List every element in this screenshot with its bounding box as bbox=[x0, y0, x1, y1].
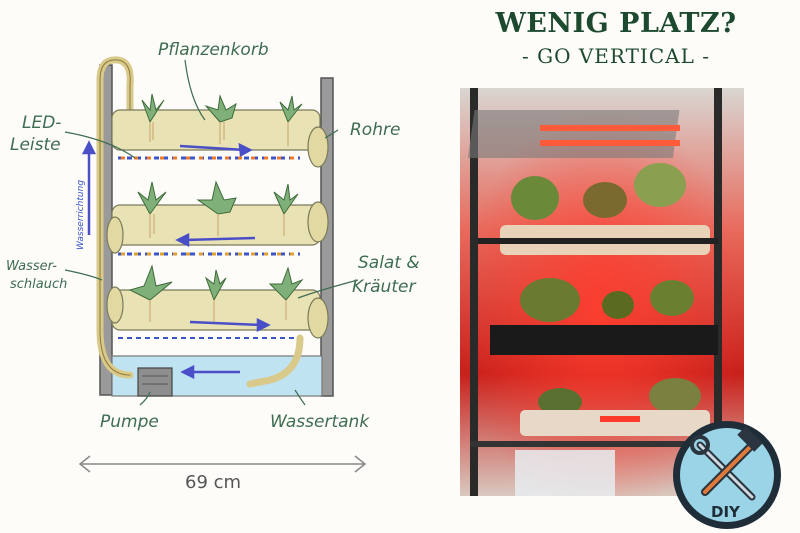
pump bbox=[137, 367, 173, 397]
wrench-hammer-icon bbox=[690, 426, 763, 501]
basket-label: Pflanzenkorb bbox=[158, 40, 269, 60]
led-strips bbox=[118, 156, 300, 339]
pipe-middle bbox=[106, 201, 329, 254]
plants-label-line1: Salat & bbox=[358, 253, 420, 273]
hydroponic-sketch: Pflanzenkorb LED- Leiste Rohre Wasserric… bbox=[6, 40, 420, 493]
pipes-label: Rohre bbox=[350, 120, 400, 140]
return-pipe bbox=[246, 334, 304, 388]
plants-label-line2: Kräuter bbox=[352, 277, 416, 297]
flow-arrows bbox=[81, 140, 271, 380]
plants bbox=[128, 93, 304, 302]
led-label-line2: Leiste bbox=[10, 135, 61, 155]
badge-text: DIY bbox=[711, 503, 741, 521]
hose-label-line1: Wasser- bbox=[6, 259, 57, 274]
flow-label: Wasserrichtung bbox=[76, 180, 86, 250]
page-title: WENIG PLATZ? bbox=[495, 8, 737, 39]
page-subtitle: - GO VERTICAL - bbox=[522, 44, 710, 68]
led-label-line1: LED- bbox=[22, 113, 61, 133]
width-label: 69 cm bbox=[185, 472, 241, 493]
diy-badge: DIY bbox=[673, 421, 781, 529]
hydroponic-tower-photo bbox=[460, 88, 744, 496]
width-dimension bbox=[78, 455, 367, 473]
tank-label: Wassertank bbox=[270, 412, 370, 432]
pump-label: Pumpe bbox=[100, 412, 159, 432]
hose-label-line2: schlauch bbox=[10, 277, 67, 292]
